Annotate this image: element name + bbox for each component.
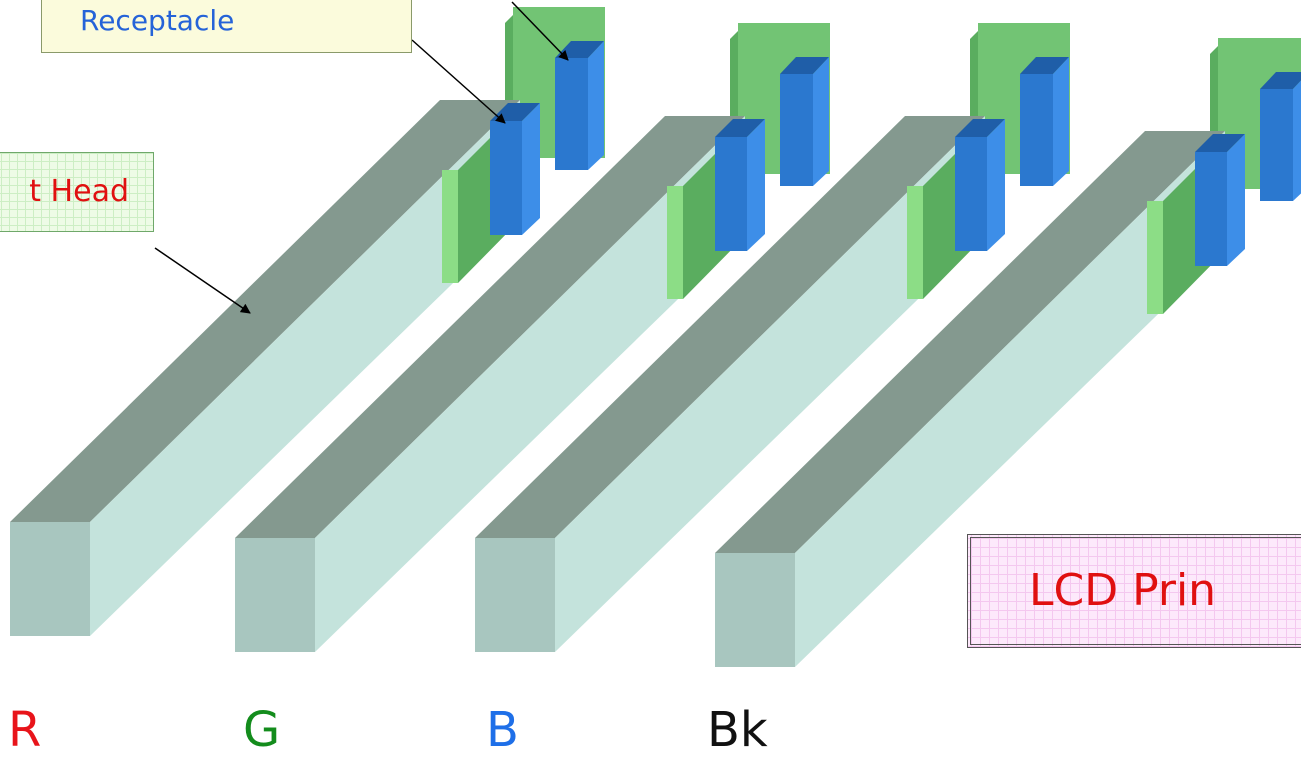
front-receptacle-b (955, 137, 987, 251)
front-plate-bk (1147, 201, 1163, 314)
back-receptacle-b (1020, 74, 1053, 186)
back-receptacle-g (780, 74, 813, 186)
head-bar-side-b (555, 116, 985, 652)
head-bar-side-bk (795, 131, 1225, 667)
front-layer (442, 103, 1245, 314)
front-plate-g (667, 186, 683, 299)
back-receptacle-side-r (588, 41, 604, 170)
front-receptacle-top-g (715, 119, 765, 137)
back-receptacle-top-b (1020, 57, 1069, 74)
head-bar-top-g (235, 116, 745, 538)
front-receptacle-top-b (955, 119, 1005, 137)
receptacle-callout: Receptacle (41, 0, 412, 53)
front-receptacle-side-r (522, 103, 540, 235)
print-head-callout: t Head (0, 152, 154, 232)
channel-label-g: G (243, 702, 281, 758)
head-bar-end-bk (715, 553, 795, 667)
front-receptacle-side-bk (1227, 134, 1245, 266)
mid-layer (10, 100, 1225, 667)
head-bar-side-g (315, 116, 745, 652)
front-receptacle-side-g (747, 119, 765, 251)
head-bar-top-bk (715, 131, 1225, 553)
arrow-to-print-head (154, 247, 251, 314)
channel-label-b: B (486, 702, 519, 758)
back-receptacle-bk (1260, 89, 1293, 201)
front-receptacle-r (490, 121, 522, 235)
channel-label-r: R (8, 702, 42, 758)
lcd-printer-callout-text: LCD Prin (1029, 565, 1217, 616)
front-receptacle-side-b (987, 119, 1005, 251)
front-plate-r (442, 170, 458, 283)
lcd-printer-callout: LCD Prin (967, 534, 1301, 648)
back-receptacle-r (555, 58, 588, 170)
front-plate-b (907, 186, 923, 299)
channel-label-bk: Bk (707, 702, 768, 758)
arrow-to-front-receptacle (411, 39, 506, 124)
head-bar-end-b (475, 538, 555, 652)
back-receptacle-top-bk (1260, 72, 1301, 89)
back-receptacle-side-g (813, 57, 829, 186)
head-bar-top-r (10, 100, 520, 522)
head-bar-top-b (475, 116, 985, 538)
head-bar-end-g (235, 538, 315, 652)
receptacle-callout-text: Receptacle (80, 4, 235, 37)
head-bar-end-r (10, 522, 90, 636)
arrow-layer (154, 1, 569, 314)
arrow-to-back-receptacle (511, 1, 569, 61)
print-head-callout-text: t Head (29, 174, 129, 209)
head-bar-side-r (90, 100, 520, 636)
back-receptacle-side-b (1053, 57, 1069, 186)
front-receptacle-top-bk (1195, 134, 1245, 152)
back-receptacle-top-g (780, 57, 829, 74)
front-receptacle-bk (1195, 152, 1227, 266)
back-receptacle-side-bk (1293, 80, 1301, 201)
front-receptacle-g (715, 137, 747, 251)
